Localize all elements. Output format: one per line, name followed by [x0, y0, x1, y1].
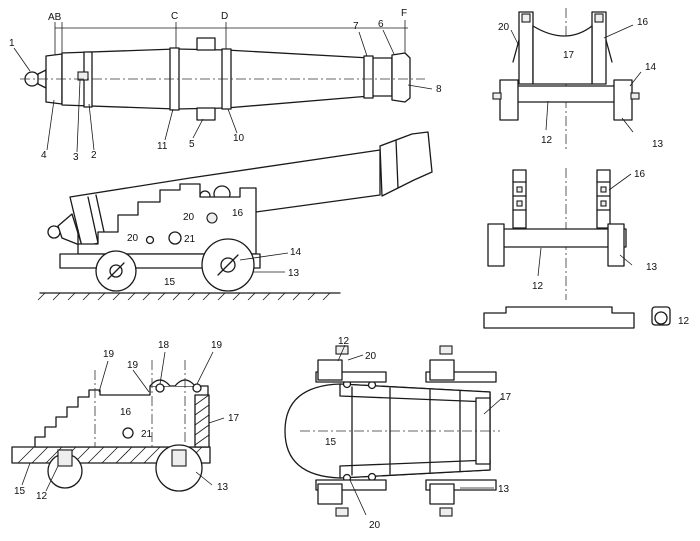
label-C: C: [171, 11, 178, 22]
label-19c: 19: [211, 340, 223, 351]
label-13: 13: [288, 268, 300, 279]
label-14: 14: [290, 247, 302, 258]
label-18: 18: [158, 340, 170, 351]
label-21: 21: [184, 234, 196, 245]
label-17: 17: [500, 392, 512, 403]
label-20: 20: [498, 22, 510, 33]
label-20a: 20: [365, 351, 377, 362]
carriage-plan-view: 12 20 17 15 13 20: [284, 336, 512, 531]
label-20b: 20: [369, 520, 381, 531]
carriage-side-section: 19 18 19 19 16 17 21 15 12 13: [11, 340, 240, 502]
label-3: 3: [73, 152, 79, 163]
label-11: 11: [157, 141, 168, 152]
label-13: 13: [217, 482, 229, 493]
parts-detail: 12: [483, 306, 690, 329]
label-16: 16: [637, 17, 649, 28]
label-16: 16: [634, 169, 646, 180]
label-17: 17: [228, 413, 240, 424]
label-19a: 19: [103, 349, 115, 360]
label-12: 12: [541, 135, 553, 146]
label-15: 15: [325, 437, 337, 448]
carriage-front-section: 16 12 13: [487, 168, 658, 300]
label-15: 15: [164, 277, 176, 288]
label-4: 4: [41, 150, 47, 161]
label-1: 1: [9, 38, 15, 49]
label-19b: 19: [127, 360, 139, 371]
label-7: 7: [353, 21, 359, 32]
label-20a: 20: [183, 212, 195, 223]
label-12: 12: [338, 336, 350, 347]
label-20b: 20: [127, 233, 139, 244]
label-17: 17: [563, 50, 575, 61]
label-16: 16: [232, 208, 244, 219]
label-14: 14: [645, 62, 657, 73]
label-D: D: [221, 11, 228, 22]
label-12: 12: [678, 316, 690, 327]
label-13: 13: [646, 262, 658, 273]
label-12: 12: [532, 281, 544, 292]
label-5: 5: [189, 139, 195, 150]
label-F: F: [401, 8, 407, 19]
barrel-top-view: 1 4 3 2 11 5 10 7 6 8 AB C D F: [9, 8, 442, 163]
label-AB: AB: [48, 12, 62, 23]
assembled-cannon-view: 20 16 20 21 14 15 13: [37, 131, 433, 301]
label-2: 2: [91, 150, 97, 161]
label-10: 10: [233, 133, 245, 144]
label-6: 6: [378, 19, 384, 30]
label-12: 12: [36, 491, 48, 502]
carriage-front-view: 20 16 17 14 12 13: [492, 8, 664, 150]
label-16: 16: [120, 407, 132, 418]
label-15: 15: [14, 486, 26, 497]
label-21: 21: [141, 429, 153, 440]
label-8: 8: [436, 84, 442, 95]
label-13: 13: [498, 484, 510, 495]
label-13: 13: [652, 139, 664, 150]
